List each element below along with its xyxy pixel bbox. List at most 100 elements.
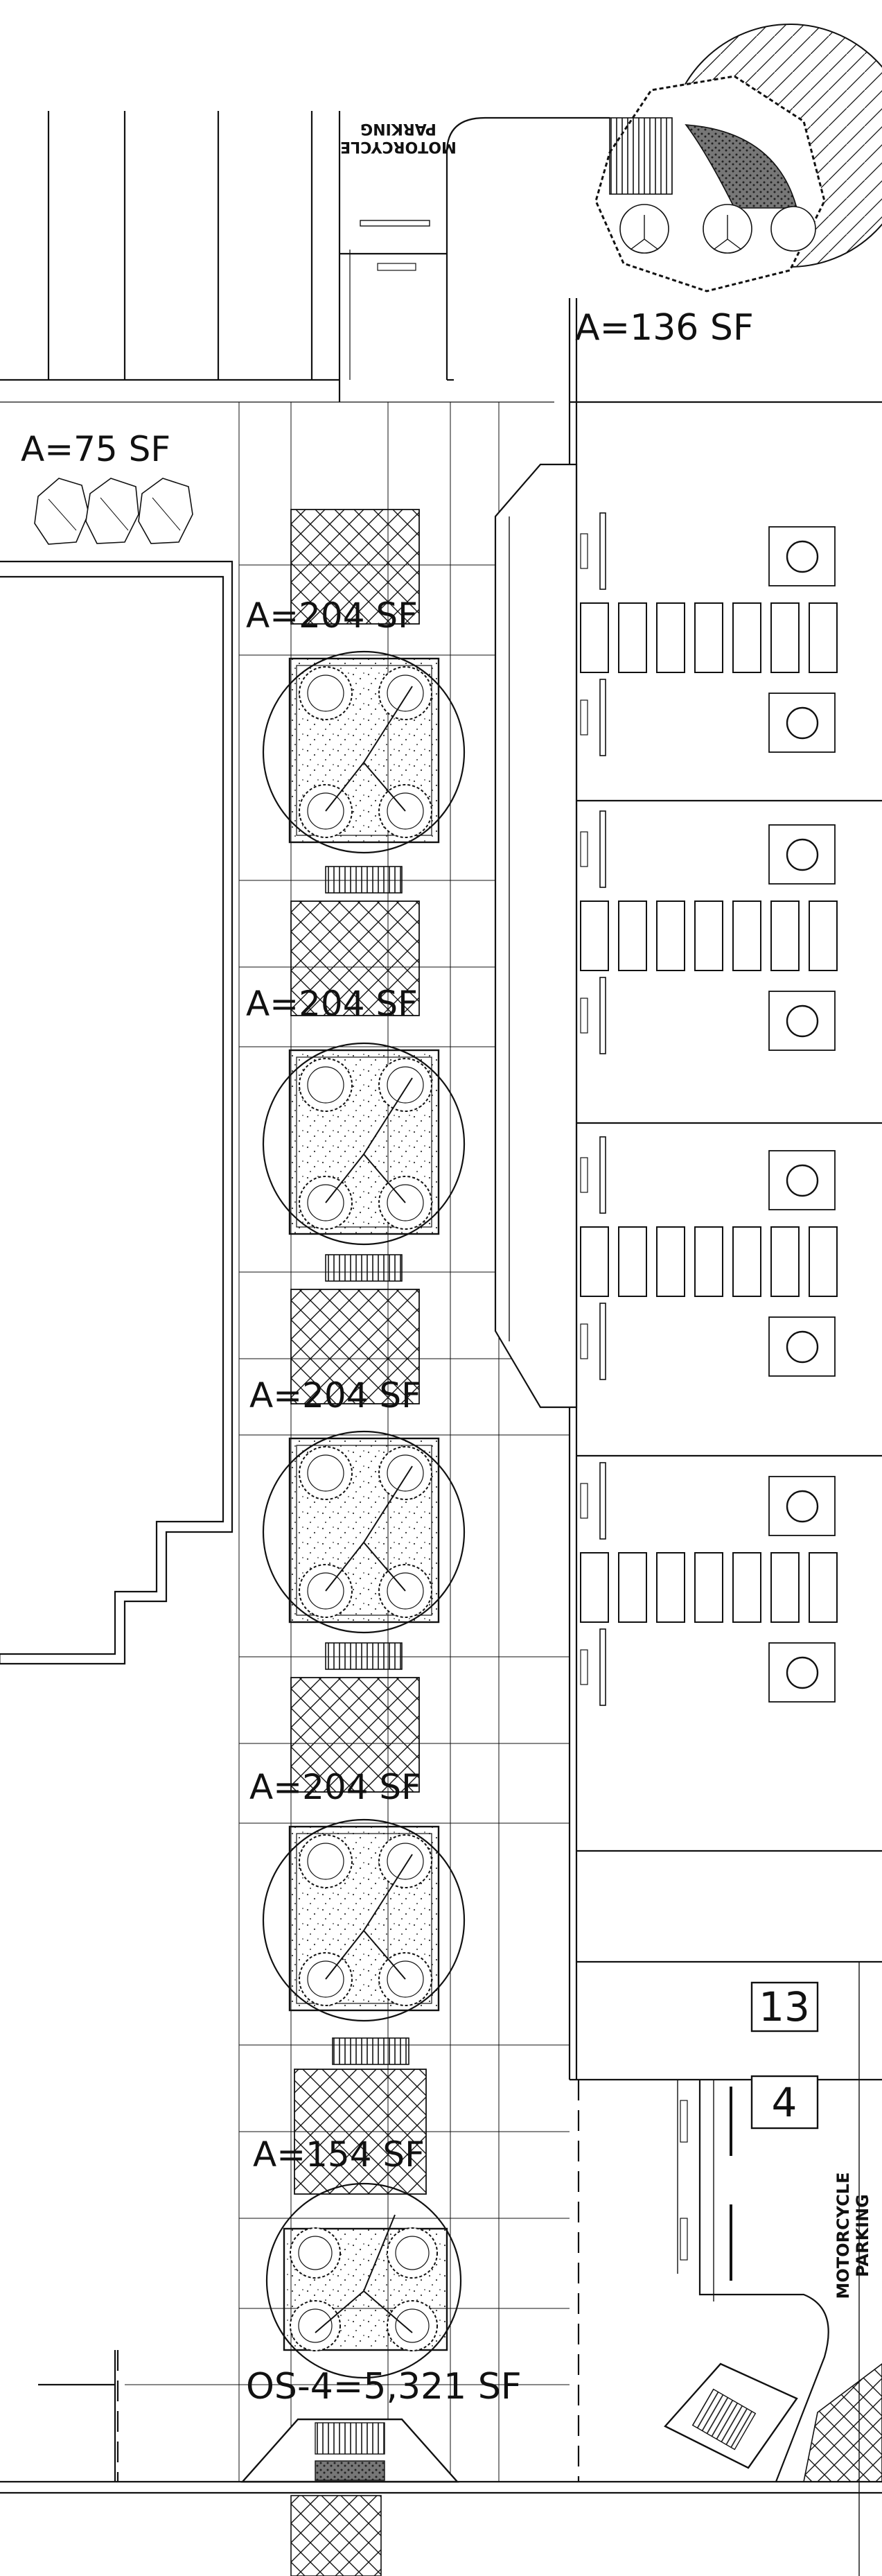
tree xyxy=(299,1834,353,1888)
wheel-stop xyxy=(599,1628,606,1706)
meter xyxy=(580,1157,588,1193)
stall-number-box-13 xyxy=(750,1981,819,2033)
meter xyxy=(580,533,588,569)
tree xyxy=(299,1058,353,1112)
stripe xyxy=(618,1552,647,1623)
meter xyxy=(580,1323,588,1359)
accessible-wheel xyxy=(786,1490,819,1523)
ramp xyxy=(494,463,578,1409)
svg-text:MOTORCYCLE: MOTORCYCLE xyxy=(340,138,457,155)
svg-text:PARKING: PARKING xyxy=(360,120,436,137)
planter-2 xyxy=(262,866,466,1246)
stripe xyxy=(732,1552,761,1623)
open-space-label: OS-4=5,321 SF xyxy=(246,2366,522,2408)
accessible-wheel xyxy=(786,1004,819,1038)
meter xyxy=(580,1483,588,1519)
stripe xyxy=(656,1226,685,1297)
svg-text:MOTORCYCLE: MOTORCYCLE xyxy=(834,2173,853,2299)
stripe xyxy=(809,900,838,971)
parking-row-4 xyxy=(580,1462,838,1706)
stripe xyxy=(809,602,838,673)
tree xyxy=(387,2227,438,2279)
tree-canopy xyxy=(262,1042,466,1246)
stripe xyxy=(732,602,761,673)
stripe xyxy=(656,900,685,971)
accessible-wheel xyxy=(786,540,819,573)
area-label-a75: A=75 SF xyxy=(21,429,170,469)
accessible-parking-icon xyxy=(768,526,836,586)
accessible-parking-icon xyxy=(768,824,836,885)
tree-core xyxy=(387,1572,424,1610)
tree-core xyxy=(387,1454,424,1492)
motorcycle-parking-label-right: MOTORCYCLE PARKING xyxy=(834,2173,872,2299)
bench xyxy=(325,866,403,894)
wheel-stop xyxy=(599,977,606,1054)
stripe xyxy=(809,1226,838,1297)
tree-core xyxy=(307,1843,344,1880)
planter-inner xyxy=(296,665,432,836)
motorcycle-stall-right xyxy=(680,2087,732,2281)
tree xyxy=(378,1058,432,1112)
crosshatch-paving xyxy=(290,1677,420,1793)
tree xyxy=(290,2300,341,2351)
crosshatch-paving xyxy=(294,2069,427,2195)
accessible-parking-icon xyxy=(768,1476,836,1536)
accessible-parking-icon xyxy=(768,1150,836,1210)
stripe xyxy=(770,1226,800,1297)
area-label-a204-4: A=204 SF xyxy=(249,1767,421,1807)
tree-core xyxy=(387,675,424,712)
area-label-a136: A=136 SF xyxy=(575,307,754,349)
stripe xyxy=(732,900,761,971)
accessible-wheel xyxy=(786,1164,819,1197)
svg-text:PARKING: PARKING xyxy=(853,2194,872,2277)
meter xyxy=(580,1649,588,1685)
planter-inner xyxy=(296,1445,432,1616)
irrigation-lines xyxy=(325,1077,413,1203)
stripe xyxy=(656,602,685,673)
wheel-stop xyxy=(599,810,606,888)
motorcycle-parking-label-top: MOTORCYCLE PARKING xyxy=(340,120,457,155)
accessible-wheel xyxy=(786,1656,819,1689)
accessible-parking-icon xyxy=(768,1316,836,1377)
irrigation-lines xyxy=(325,1854,413,1980)
planter-inner xyxy=(296,1833,432,2004)
tree-core xyxy=(387,1066,424,1104)
stripe xyxy=(770,1552,800,1623)
tree-canopy xyxy=(265,2182,462,2379)
stripe xyxy=(732,1226,761,1297)
tree-core xyxy=(387,1184,424,1221)
wheel-stop xyxy=(599,1303,606,1380)
stripe xyxy=(618,602,647,673)
bottom-entry xyxy=(240,2418,459,2576)
stripe xyxy=(694,602,723,673)
tree-core xyxy=(298,2308,333,2343)
tree-core xyxy=(307,675,344,712)
tree-canopy xyxy=(262,1430,466,1634)
accessible-wheel xyxy=(786,838,819,871)
irrigation-lines xyxy=(325,1465,413,1592)
tree-cluster-a136 xyxy=(594,24,882,293)
irrigation-lines xyxy=(315,2214,413,2333)
bench xyxy=(332,2037,409,2065)
tree xyxy=(378,666,432,720)
bottom-right-enclosure xyxy=(664,2362,882,2482)
parking-row-1 xyxy=(580,512,838,756)
wheel-stop xyxy=(599,1462,606,1540)
stripe xyxy=(580,602,609,673)
stripe xyxy=(770,900,800,971)
tree-core xyxy=(395,2236,430,2270)
parking-row-3 xyxy=(580,1136,838,1380)
tree-canopy xyxy=(262,1818,466,2022)
stripe xyxy=(694,1226,723,1297)
planter-5 xyxy=(265,2037,462,2379)
wheel-stop xyxy=(599,679,606,756)
irrigation-lines xyxy=(325,686,413,812)
stripe xyxy=(656,1552,685,1623)
wheel-stop xyxy=(599,1136,606,1214)
accessible-parking-icon xyxy=(768,693,836,753)
planter-3 xyxy=(262,1254,466,1634)
base-linework xyxy=(0,111,882,2576)
tree xyxy=(290,2227,341,2279)
tree xyxy=(299,1446,353,1500)
